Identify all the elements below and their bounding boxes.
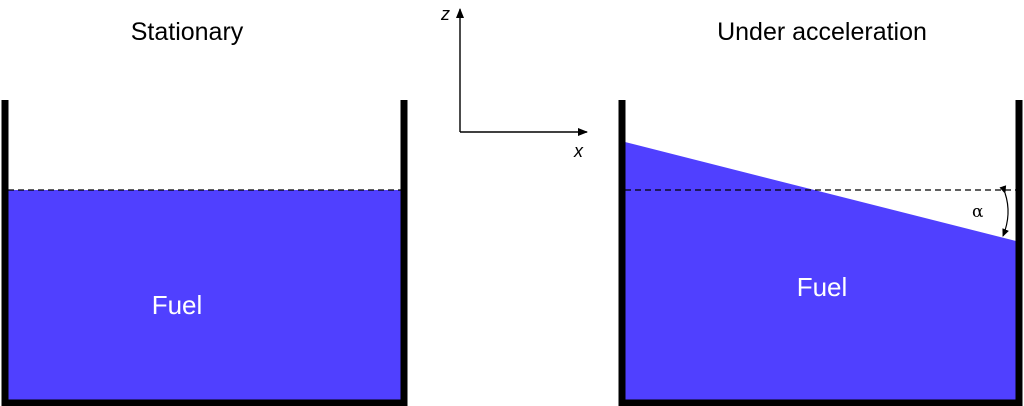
accelerating-title: Under acceleration [717,18,927,46]
stationary-tank: Stationary Fuel [1,18,408,406]
tilt-angle-label: α [972,202,984,222]
x-axis-label: x [573,141,584,161]
accelerating-fuel-label: Fuel [797,272,848,302]
tilt-angle-arrow [999,185,1009,237]
stationary-fuel-body [8,190,401,400]
stationary-tank-walls [1,100,408,406]
coordinate-axes: z x [440,4,588,161]
z-axis-label: z [440,4,450,24]
accelerating-tank-walls [618,100,1023,406]
accelerating-tank: Under acceleration α Fuel [618,18,1023,406]
stationary-fuel-label: Fuel [152,290,203,320]
accelerating-fuel-body [625,142,1016,400]
stationary-title: Stationary [131,18,244,46]
